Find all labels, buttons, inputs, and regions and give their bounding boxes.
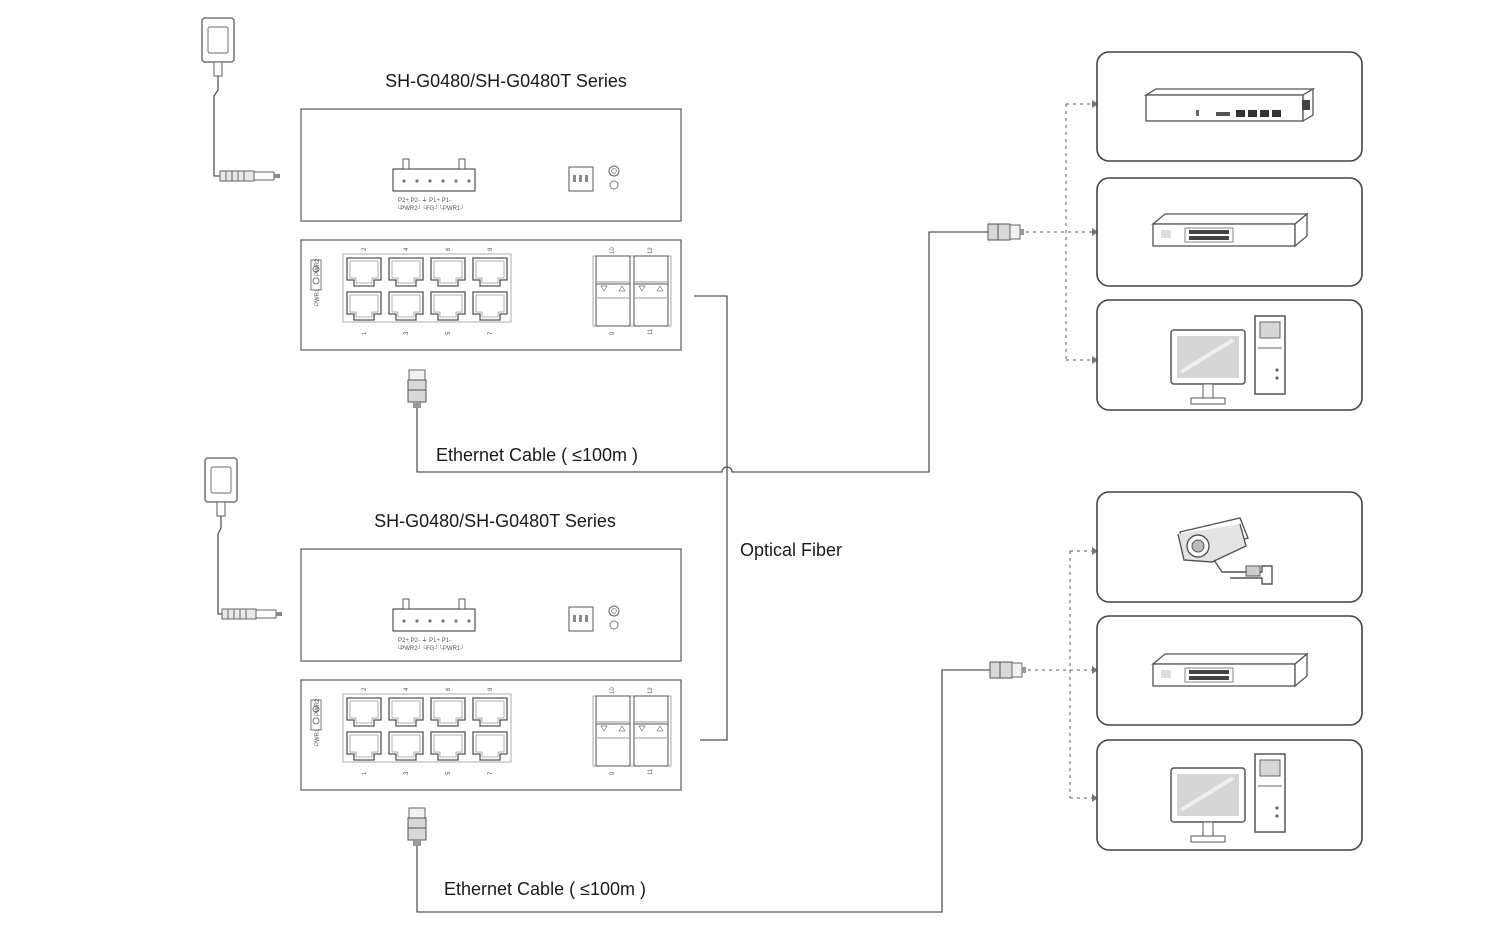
port-number: 11 — [648, 328, 654, 335]
top-switch: P2+ P2- ⏚ P1+ P1- └PWR2┘└FG┘└PWR1┘ — [300, 108, 682, 350]
port-number: 10 — [610, 687, 616, 694]
switch-icon — [1152, 653, 1308, 687]
port-number: 2 — [362, 247, 368, 251]
switch-icon — [1152, 213, 1308, 247]
port-number: 10 — [610, 247, 616, 254]
port-number: 4 — [404, 687, 410, 691]
port-number: 2 — [362, 687, 368, 691]
bottom-dashed-links — [1028, 547, 1098, 802]
port-number: 7 — [488, 331, 494, 335]
led-label: PWR2 — [315, 258, 321, 276]
top-switch-title: SH-G0480/SH-G0480T Series — [385, 71, 627, 91]
port-number: 11 — [648, 768, 654, 775]
bottom-switch-title: SH-G0480/SH-G0480T Series — [374, 511, 616, 531]
optical-fiber-line — [694, 295, 728, 741]
bottom-cable-label: Ethernet Cable ( ≤100m ) — [444, 879, 646, 899]
power-adapter-bottom — [204, 457, 283, 620]
bottom-ethernet-connector — [407, 807, 427, 847]
bottom-ethernet-cable — [416, 669, 990, 913]
bottom-remote-connector — [989, 661, 1027, 679]
top-dashed-links — [1026, 100, 1098, 364]
router-icon — [1143, 87, 1316, 123]
port-number: 3 — [404, 771, 410, 775]
optical-fiber-label: Optical Fiber — [740, 540, 842, 560]
port-number: 1 — [362, 771, 368, 775]
svg-text:P2+ P2- ⏚ P1+ P1-: P2+ P2- ⏚ P1+ P1- — [398, 197, 451, 204]
port-number: 12 — [648, 687, 654, 694]
port-number: 6 — [446, 247, 452, 251]
top-port-numbers: 2 4 6 8 1 3 5 7 10 12 9 11 PWR1 PWR2 — [315, 247, 654, 335]
top-remote-connector — [987, 223, 1025, 241]
power-adapter-top — [201, 17, 281, 182]
port-number: 7 — [488, 771, 494, 775]
port-number: 6 — [446, 687, 452, 691]
svg-text:P2+ P2- ⏚ P1+ P1-: P2+ P2- ⏚ P1+ P1- — [398, 637, 451, 644]
port-number: 9 — [610, 331, 616, 335]
port-number: 5 — [446, 771, 452, 775]
led-label: PWR1 — [315, 728, 321, 746]
port-number: 9 — [610, 771, 616, 775]
svg-text:└PWR2┘└FG┘└PWR1┘: └PWR2┘└FG┘└PWR1┘ — [396, 204, 465, 212]
bottom-switch: P2+ P2- ⏚ P1+ P1- └PWR2┘└FG┘└PWR1┘ — [300, 548, 682, 790]
port-number: 3 — [404, 331, 410, 335]
bottom-port-numbers: 2 4 6 8 1 3 5 7 10 12 9 11 PWR1 PWR2 — [315, 687, 654, 775]
svg-text:└PWR2┘└FG┘└PWR1┘: └PWR2┘└FG┘└PWR1┘ — [396, 644, 465, 652]
port-number: 8 — [488, 687, 494, 691]
top-cable-label: Ethernet Cable ( ≤100m ) — [436, 445, 638, 465]
port-number: 5 — [446, 331, 452, 335]
top-ethernet-cable — [416, 231, 988, 473]
port-number: 8 — [488, 247, 494, 251]
port-number: 4 — [404, 247, 410, 251]
top-ethernet-connector — [407, 369, 427, 409]
port-number: 1 — [362, 331, 368, 335]
led-label: PWR2 — [315, 698, 321, 716]
led-label: PWR1 — [315, 288, 321, 306]
camera-icon — [1177, 517, 1273, 585]
port-number: 12 — [648, 247, 654, 254]
